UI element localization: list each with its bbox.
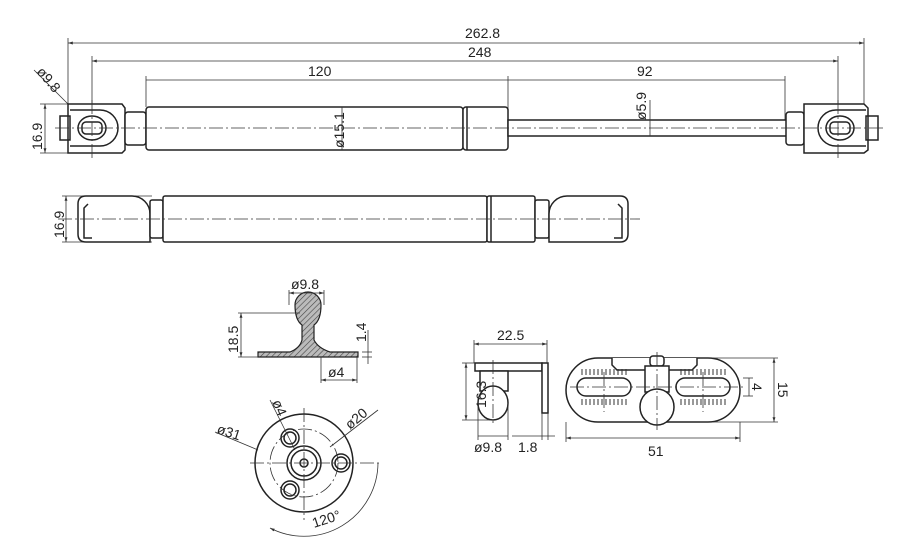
dimension-plate-length: 51 <box>648 443 664 459</box>
dimension-bracket-ball-diameter: ø9.8 <box>474 439 502 455</box>
dimension-end-height: 16.9 <box>29 123 45 150</box>
strut-compressed-view: 16.9 <box>51 195 640 243</box>
dimension-rod-length: 92 <box>637 63 653 79</box>
dimension-body-length: 120 <box>308 63 332 79</box>
ball-stud-side-view: ø9.8 18.5 1.4 ø4 <box>225 276 372 383</box>
dimension-hole-diameter: ø4 <box>269 397 290 418</box>
dimension-ball-diameter: ø9.8 <box>291 276 319 292</box>
gland-seal <box>462 106 509 151</box>
cylinder-body <box>145 106 464 151</box>
dimension-bolt-circle: ø20 <box>342 404 371 432</box>
dimension-slot-width: 4 <box>749 383 765 391</box>
dimension-bracket-width: 22.5 <box>497 327 524 343</box>
dimension-stud-height: 18.5 <box>225 326 241 353</box>
dimension-overall-length: 262.8 <box>465 25 500 41</box>
bracket-plate-front-view: 51 4 15 <box>565 352 791 459</box>
dimension-pin-diameter: ø4 <box>328 364 345 380</box>
dimension-base-outer-diameter: ø31 <box>215 421 243 444</box>
dimension-body-diameter: ø15.1 <box>331 112 347 148</box>
dimension-eye-center-distance: 248 <box>468 44 492 60</box>
strut-extended-view: 262.8 248 120 92 ø9.8 16.9 ø15.1 ø5.9 <box>29 25 885 158</box>
dimension-plate-height: 15 <box>775 382 791 398</box>
right-eye-fitting <box>785 103 879 154</box>
dimension-flange-thickness: 1.4 <box>353 322 369 342</box>
bracket-side-view: 22.5 16.3 ø9.8 1.8 <box>462 327 555 455</box>
dimension-bracket-height: 16.3 <box>473 381 489 408</box>
dimension-rod-diameter: ø5.9 <box>633 92 649 120</box>
dimension-plate-thickness: 1.8 <box>518 439 538 455</box>
left-eye-fitting <box>59 103 147 154</box>
round-base-top-view: ø31 ø4 ø20 120° <box>214 397 382 537</box>
dimension-eye-diameter: ø9.8 <box>34 64 64 96</box>
ball-stud-section <box>257 291 359 358</box>
dimension-end-height-compressed: 16.9 <box>51 211 67 238</box>
